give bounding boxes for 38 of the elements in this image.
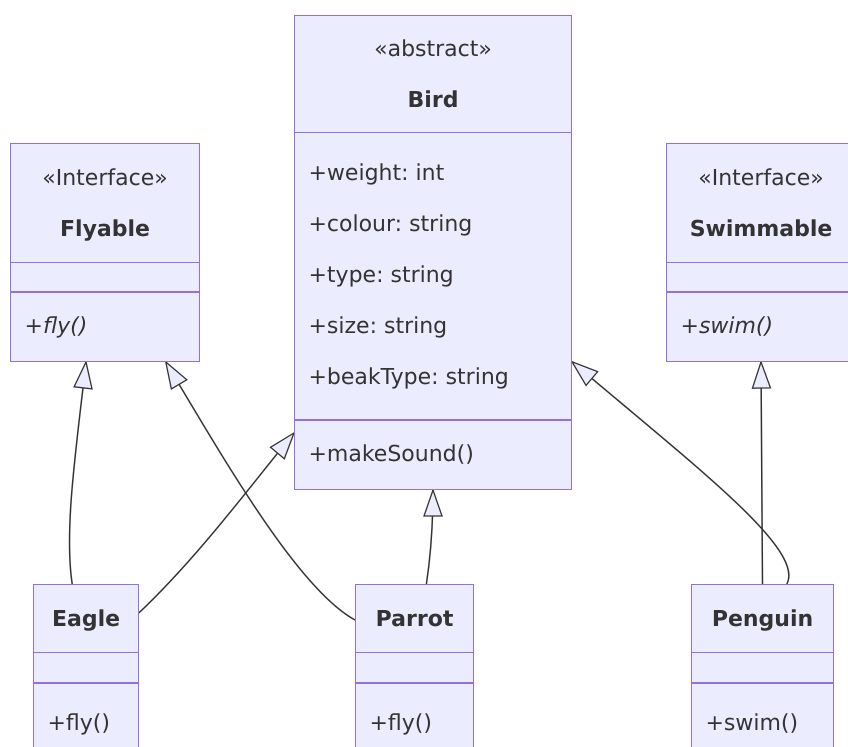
attribute-text: +weight: int xyxy=(308,160,446,188)
class-compartment xyxy=(32,652,138,682)
class-compartment xyxy=(294,132,572,420)
inheritance-arrow xyxy=(423,489,442,584)
attribute-text: +type: string xyxy=(308,262,455,290)
class-compartment xyxy=(666,262,848,292)
class-box xyxy=(691,584,834,747)
class-name: Eagle xyxy=(52,606,120,634)
attribute-text: +size: string xyxy=(308,313,448,341)
method-text: +swim() xyxy=(706,710,800,738)
class-name: Parrot xyxy=(376,606,454,634)
class-name: Flyable xyxy=(60,216,150,244)
class-name: Swimmable xyxy=(690,216,832,244)
inheritance-arrow xyxy=(571,361,790,584)
inheritance-arrow xyxy=(68,361,93,584)
class-box xyxy=(355,584,474,747)
method-text: +makeSound() xyxy=(308,441,475,469)
inheritance-arrow xyxy=(138,432,295,614)
class-name: Bird xyxy=(408,86,458,114)
class-compartment xyxy=(690,652,834,682)
class-box xyxy=(33,584,139,747)
inheritance-arrow xyxy=(752,361,772,584)
attribute-text: +colour: string xyxy=(308,211,474,239)
stereotype-label: «abstract» xyxy=(374,36,492,64)
method-text: +fly() xyxy=(370,710,433,738)
class-box xyxy=(10,143,200,362)
class-compartment xyxy=(10,262,200,292)
stereotype-label: «Interface» xyxy=(698,164,824,192)
class-box xyxy=(294,15,572,490)
inheritance-arrow xyxy=(165,361,356,621)
class-compartment xyxy=(354,652,474,682)
method-text: +swim() xyxy=(680,313,774,341)
attribute-text: +beakType: string xyxy=(308,364,510,392)
stereotype-label: «Interface» xyxy=(42,164,168,192)
method-text: +fly() xyxy=(48,710,111,738)
class-name: Penguin xyxy=(712,606,814,634)
class-box xyxy=(666,143,848,362)
method-text: +fly() xyxy=(24,313,88,341)
